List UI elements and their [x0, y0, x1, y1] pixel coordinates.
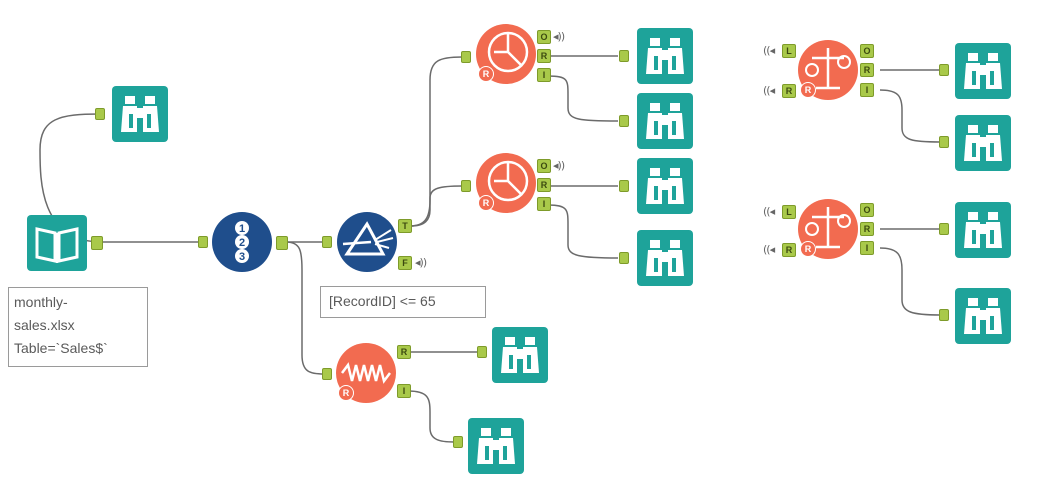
balance-scale-icon	[805, 207, 851, 249]
r-badge-icon: R	[800, 82, 816, 98]
rtool2-input-anchor[interactable]	[461, 180, 471, 192]
rtool2-r-anchor[interactable]: R	[537, 178, 551, 192]
r-macro-tool-4[interactable]: R	[798, 199, 858, 259]
browse-input-anchor[interactable]	[453, 436, 463, 448]
browse-tool[interactable]	[637, 93, 693, 149]
input-annotation: monthly- sales.xlsx Table=`Sales$`	[8, 287, 148, 367]
chart-dial-icon	[487, 31, 529, 73]
binoculars-icon	[501, 337, 539, 373]
rtool4-i-anchor[interactable]: I	[860, 241, 874, 255]
annotation-line: monthly-	[14, 294, 68, 310]
broadcast-icon: ◂))	[553, 159, 565, 172]
rtool1-i-anchor[interactable]: I	[537, 68, 551, 82]
rtool1-input-anchor[interactable]	[461, 51, 471, 63]
browse-input-anchor[interactable]	[477, 346, 487, 358]
annotation-line: sales.xlsx	[14, 317, 75, 333]
broadcast-icon: ((◂	[763, 84, 775, 97]
browse-input-anchor[interactable]	[619, 115, 629, 127]
binoculars-icon	[964, 298, 1002, 334]
r-macro-tool-2[interactable]: R	[476, 153, 536, 213]
binoculars-icon	[646, 168, 684, 204]
numbered-list-icon: 1 2 3	[235, 221, 249, 263]
browse-tool[interactable]	[492, 327, 548, 383]
annotation-line: Table=`Sales$`	[14, 340, 108, 356]
r-badge-icon: R	[478, 66, 494, 82]
browse-input-anchor[interactable]	[939, 309, 949, 321]
browse-tool[interactable]	[112, 86, 168, 142]
browse-input-anchor[interactable]	[95, 108, 105, 120]
r-sampling-tool[interactable]: R	[336, 343, 396, 403]
rtool1-o-anchor[interactable]: O	[537, 30, 551, 44]
rsample-i-anchor[interactable]: I	[397, 384, 411, 398]
binoculars-icon	[646, 103, 684, 139]
r-macro-tool-1[interactable]: R	[476, 24, 536, 84]
rtool4-r-in-anchor[interactable]: R	[782, 243, 796, 257]
browse-input-anchor[interactable]	[619, 50, 629, 62]
binoculars-icon	[121, 96, 159, 132]
browse-tool[interactable]	[955, 288, 1011, 344]
rtool1-r-anchor[interactable]: R	[537, 49, 551, 63]
browse-tool[interactable]	[955, 43, 1011, 99]
broadcast-icon: ◂))	[553, 30, 565, 43]
rtool3-r-in-anchor[interactable]: R	[782, 84, 796, 98]
rtool2-o-anchor[interactable]: O	[537, 159, 551, 173]
browse-tool[interactable]	[637, 230, 693, 286]
browse-input-anchor[interactable]	[939, 64, 949, 76]
recordid-input-anchor[interactable]	[198, 236, 208, 248]
rtool3-r-anchor[interactable]: R	[860, 63, 874, 77]
rtool3-o-anchor[interactable]: O	[860, 44, 874, 58]
binoculars-icon	[646, 38, 684, 74]
browse-tool[interactable]	[955, 115, 1011, 171]
binoculars-icon	[477, 428, 515, 464]
book-icon	[35, 227, 79, 263]
rtool3-l-anchor[interactable]: L	[782, 44, 796, 58]
binoculars-icon	[964, 212, 1002, 248]
input-data-tool[interactable]	[27, 215, 87, 271]
browse-input-anchor[interactable]	[619, 180, 629, 192]
digit-two: 2	[239, 237, 245, 249]
filter-input-anchor[interactable]	[322, 236, 332, 248]
binoculars-icon	[646, 240, 684, 276]
broadcast-icon: ((◂	[763, 44, 775, 57]
filter-prism-icon	[342, 221, 394, 256]
browse-input-anchor[interactable]	[939, 136, 949, 148]
r-macro-tool-3[interactable]: R	[798, 40, 858, 100]
broadcast-icon: ((◂	[763, 243, 775, 256]
browse-tool[interactable]	[468, 418, 524, 474]
rtool4-r-anchor[interactable]: R	[860, 222, 874, 236]
filter-annotation: [RecordID] <= 65	[320, 286, 486, 318]
rtool3-i-anchor[interactable]: I	[860, 83, 874, 97]
browse-input-anchor[interactable]	[939, 223, 949, 235]
filter-true-anchor[interactable]: T	[398, 219, 412, 233]
r-badge-icon: R	[800, 241, 816, 257]
digit-three: 3	[239, 251, 245, 263]
waveform-icon	[341, 362, 391, 384]
balance-scale-icon	[805, 48, 851, 90]
binoculars-icon	[964, 125, 1002, 161]
input-output-anchor[interactable]	[91, 236, 103, 250]
rtool2-i-anchor[interactable]: I	[537, 197, 551, 211]
broadcast-icon: ((◂	[763, 205, 775, 218]
record-id-tool[interactable]: 1 2 3	[212, 212, 272, 272]
filter-tool[interactable]	[337, 212, 397, 272]
rtool4-l-anchor[interactable]: L	[782, 205, 796, 219]
binoculars-icon	[964, 53, 1002, 89]
browse-tool[interactable]	[955, 202, 1011, 258]
filter-false-anchor[interactable]: F	[398, 256, 412, 270]
digit-one: 1	[239, 223, 245, 235]
r-badge-icon: R	[338, 385, 354, 401]
recordid-output-anchor[interactable]	[276, 236, 288, 250]
broadcast-icon: ◂))	[415, 256, 427, 269]
rsample-r-anchor[interactable]: R	[397, 345, 411, 359]
browse-input-anchor[interactable]	[619, 252, 629, 264]
browse-tool[interactable]	[637, 28, 693, 84]
chart-dial-icon	[487, 160, 529, 202]
r-badge-icon: R	[478, 195, 494, 211]
rsample-input-anchor[interactable]	[322, 368, 332, 380]
rtool4-o-anchor[interactable]: O	[860, 203, 874, 217]
browse-tool[interactable]	[637, 158, 693, 214]
